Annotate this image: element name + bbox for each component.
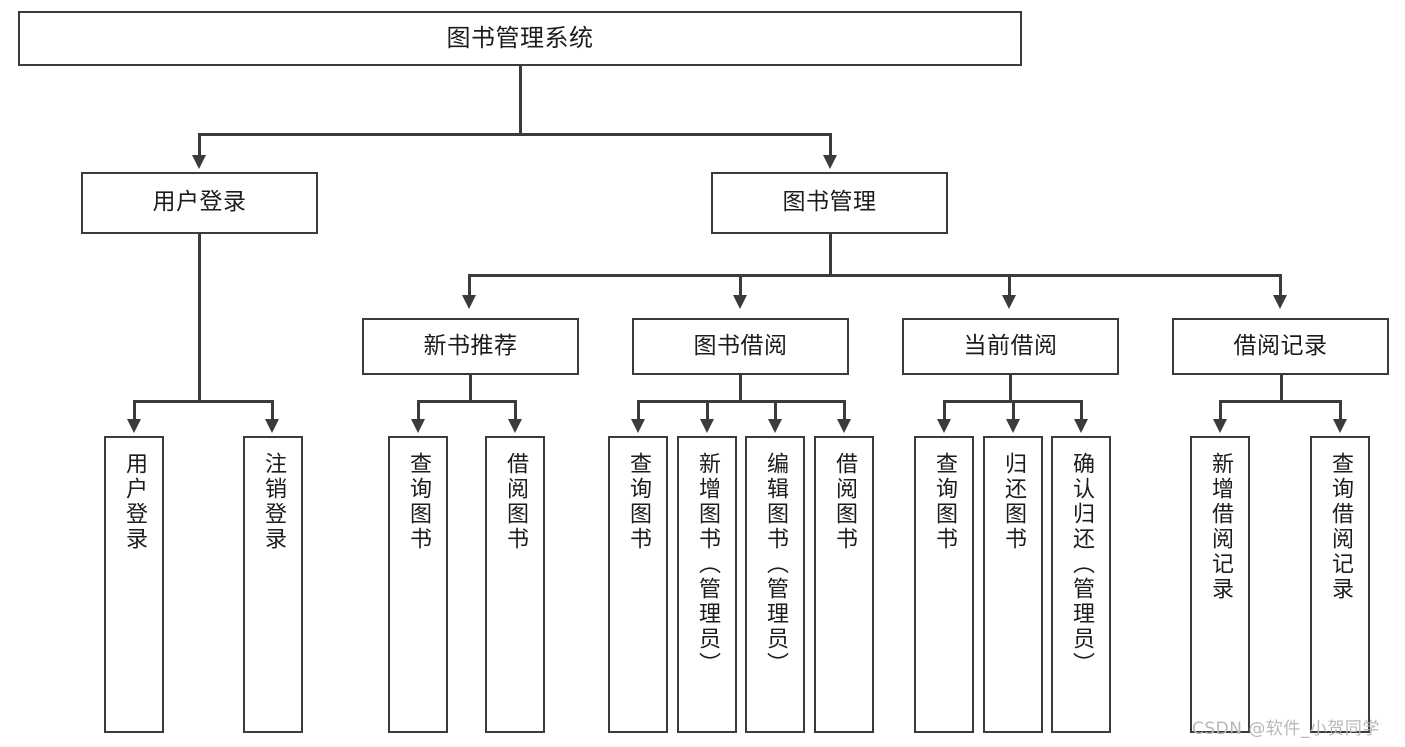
arrow-leaf-edit-book xyxy=(768,419,782,433)
edge-drop-borrow-record xyxy=(1279,274,1282,298)
node-label: 图书借阅 xyxy=(693,332,788,359)
edge-level3-bus xyxy=(468,274,1281,277)
leaf-user-login[interactable]: 用户登录 xyxy=(104,436,164,733)
leaf-label: 查询借阅记录 xyxy=(1328,452,1353,602)
node-label: 图书管理系统 xyxy=(446,24,594,53)
arrow-leaf-return-book xyxy=(1006,419,1020,433)
edge-drop-new-books xyxy=(468,274,471,298)
leaf-add-borrow-record[interactable]: 新增借阅记录 xyxy=(1190,436,1250,733)
leaf-label: 借阅图书 xyxy=(832,452,857,552)
edge-user-login-bus xyxy=(133,400,271,403)
node-root-system[interactable]: 图书管理系统 xyxy=(18,11,1022,66)
arrow-leaf-query-book-b xyxy=(631,419,645,433)
leaf-query-book-new-books[interactable]: 查询图书 xyxy=(388,436,448,733)
leaf-label: 编辑图书（管理员） xyxy=(763,452,788,677)
leaf-query-borrow-record[interactable]: 查询借阅记录 xyxy=(1310,436,1370,733)
edge-root-stem xyxy=(519,66,522,134)
node-label: 新书推荐 xyxy=(423,332,518,359)
node-label: 借阅记录 xyxy=(1233,332,1328,359)
node-new-book-recommend[interactable]: 新书推荐 xyxy=(362,318,579,375)
arrow-leaf-query-book-a xyxy=(411,419,425,433)
leaf-label: 新增借阅记录 xyxy=(1208,452,1233,602)
node-label: 图书管理 xyxy=(782,189,877,216)
leaf-label: 查询图书 xyxy=(932,452,957,552)
edge-book-borrow-bus xyxy=(637,400,845,403)
leaf-label: 确认归还（管理员） xyxy=(1069,452,1094,677)
edge-drop-current-borrow xyxy=(1008,274,1011,298)
arrow-book-mgmt xyxy=(823,155,837,169)
edge-book-borrow-stem xyxy=(739,375,742,402)
arrow-user-login xyxy=(192,155,206,169)
arrow-leaf-logout xyxy=(265,419,279,433)
leaf-borrow-book[interactable]: 借阅图书 xyxy=(814,436,874,733)
edge-drop-user-login xyxy=(198,133,201,158)
arrow-book-borrow xyxy=(733,295,747,309)
leaf-return-book[interactable]: 归还图书 xyxy=(983,436,1043,733)
arrow-leaf-confirm-return xyxy=(1074,419,1088,433)
edge-borrow-record-bus xyxy=(1219,400,1341,403)
leaf-label: 查询图书 xyxy=(406,452,431,552)
edge-borrow-record-leaf1 xyxy=(1339,400,1342,422)
node-label: 用户登录 xyxy=(152,189,247,216)
leaf-label: 借阅图书 xyxy=(503,452,528,552)
leaf-query-book-borrow[interactable]: 查询图书 xyxy=(608,436,668,733)
arrow-leaf-borrow-book-b xyxy=(837,419,851,433)
edge-drop-book-mgmt xyxy=(829,133,832,158)
leaf-query-book-current[interactable]: 查询图书 xyxy=(914,436,974,733)
leaf-edit-book-admin[interactable]: 编辑图书（管理员） xyxy=(745,436,805,733)
edge-current-borrow-leaf2 xyxy=(1080,400,1083,422)
edge-level2-bus xyxy=(198,133,831,136)
csdn-watermark: CSDN @软件_小贺同学 xyxy=(1192,719,1380,739)
edge-new-books-bus xyxy=(417,400,516,403)
edge-borrow-record-leaf0 xyxy=(1219,400,1222,422)
edge-current-borrow-leaf1 xyxy=(1012,400,1015,422)
edge-new-books-stem xyxy=(469,375,472,402)
arrow-leaf-user-login xyxy=(127,419,141,433)
edge-current-borrow-stem xyxy=(1009,375,1012,402)
arrow-borrow-record xyxy=(1273,295,1287,309)
node-book-borrow[interactable]: 图书借阅 xyxy=(632,318,849,375)
arrow-leaf-query-record xyxy=(1333,419,1347,433)
edge-new-books-leaf0 xyxy=(417,400,420,422)
node-borrow-record[interactable]: 借阅记录 xyxy=(1172,318,1389,375)
edge-borrow-record-stem xyxy=(1280,375,1283,402)
edge-current-borrow-leaf0 xyxy=(943,400,946,422)
edge-book-borrow-leaf2 xyxy=(774,400,777,422)
leaf-label: 新增图书（管理员） xyxy=(695,452,720,677)
node-user-login[interactable]: 用户登录 xyxy=(81,172,318,234)
leaf-label: 查询图书 xyxy=(626,452,651,552)
node-current-borrow[interactable]: 当前借阅 xyxy=(902,318,1119,375)
arrow-leaf-add-record xyxy=(1213,419,1227,433)
edge-book-borrow-leaf0 xyxy=(637,400,640,422)
edge-drop-book-borrow xyxy=(739,274,742,298)
node-label: 当前借阅 xyxy=(963,332,1058,359)
arrow-current-borrow xyxy=(1002,295,1016,309)
edge-user-login-leaf1 xyxy=(271,400,274,422)
edge-book-borrow-leaf3 xyxy=(843,400,846,422)
leaf-confirm-return-admin[interactable]: 确认归还（管理员） xyxy=(1051,436,1111,733)
edge-book-mgmt-stem xyxy=(829,234,832,276)
edge-user-login-stem xyxy=(198,234,201,402)
arrow-new-books xyxy=(462,295,476,309)
arrow-leaf-query-book-c xyxy=(937,419,951,433)
leaf-add-book-admin[interactable]: 新增图书（管理员） xyxy=(677,436,737,733)
leaf-label: 归还图书 xyxy=(1001,452,1026,552)
arrow-leaf-add-book xyxy=(700,419,714,433)
leaf-logout[interactable]: 注销登录 xyxy=(243,436,303,733)
leaf-borrow-book-new-books[interactable]: 借阅图书 xyxy=(485,436,545,733)
edge-new-books-leaf1 xyxy=(514,400,517,422)
edge-book-borrow-leaf1 xyxy=(706,400,709,422)
arrow-leaf-borrow-book-a xyxy=(508,419,522,433)
node-book-management[interactable]: 图书管理 xyxy=(711,172,948,234)
leaf-label: 用户登录 xyxy=(122,452,147,552)
leaf-label: 注销登录 xyxy=(261,452,286,552)
edge-user-login-leaf0 xyxy=(133,400,136,422)
